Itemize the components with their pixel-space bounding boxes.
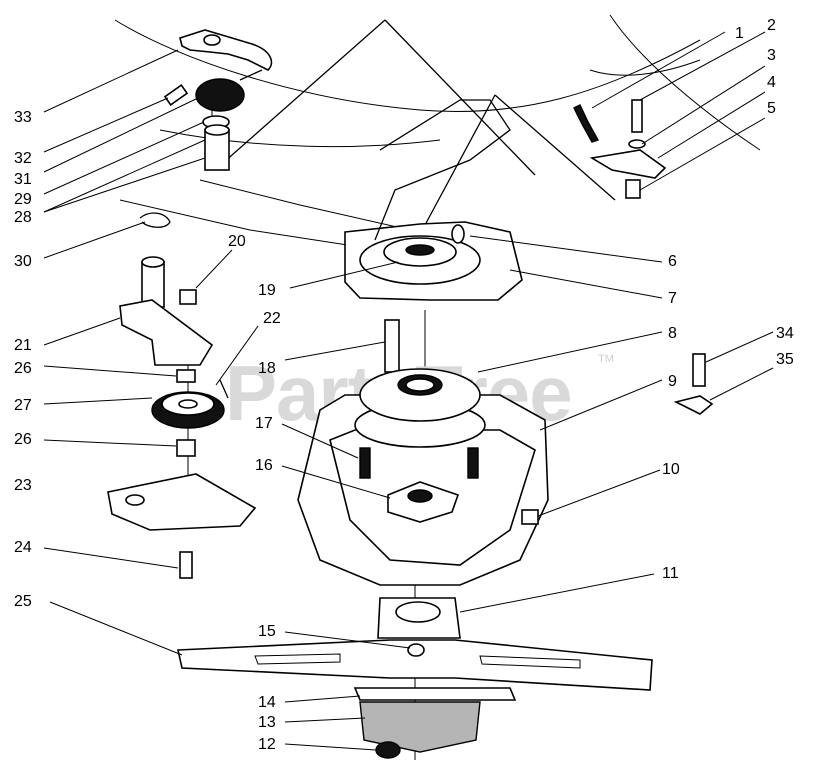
part-spacer-5 [625,179,641,199]
part-spring-31 [195,69,263,112]
callout-14: 14 [258,694,276,711]
part-stud-18 [384,319,400,373]
part-washer-3 [628,139,646,149]
watermark-tm: TM [598,353,614,365]
callout-10: 10 [662,461,680,478]
callout-20: 20 [228,233,246,250]
part-belt-guide-17-left [359,447,371,479]
part-bracket-35 [673,395,714,415]
part-idler-bracket-21 [119,256,214,366]
callout-21: 21 [14,337,32,354]
part-nut-20 [179,289,197,305]
callout-11: 11 [662,565,679,582]
callout-9: 9 [668,373,677,390]
part-bolt-15 [407,643,425,657]
callout-30: 30 [14,253,32,270]
callout-35: 35 [776,351,794,368]
callout-12: 12 [258,736,276,753]
part-cover-plate-7 [344,221,523,301]
part-spacer-26-upper [176,369,196,383]
deck-frame [374,99,511,241]
callout-22: 22 [263,310,281,327]
callout-16: 16 [255,457,273,474]
part-ring-30 [139,212,171,228]
part-bolt-2 [631,99,643,133]
callout-labels: 1 2 3 4 5 6 7 8 9 10 11 12 13 14 15 16 1… [14,17,794,753]
callout-6: 6 [668,253,677,270]
callout-19: 19 [258,282,276,299]
part-plate-23 [107,473,257,531]
callout-25: 25 [14,593,32,610]
callout-7: 7 [668,290,677,307]
part-bolt-24 [179,551,193,579]
callout-13: 13 [258,714,276,731]
callout-5: 5 [767,100,776,117]
part-idler-arm-33 [179,29,273,71]
part-hub-13 [359,701,481,753]
callout-33: 33 [14,109,32,126]
part-spacer-26-lower [176,439,196,457]
callout-4: 4 [767,74,776,91]
part-spindle-bearing-16 [387,481,460,523]
leader-lines [43,31,774,751]
callout-28: 28 [14,209,32,226]
callout-34: 34 [776,325,794,342]
part-blade-adapter-11 [377,597,461,639]
callout-24: 24 [14,539,32,556]
callout-17: 17 [255,415,273,432]
part-idler-pulley-27 [151,391,225,429]
part-link-4 [589,149,667,179]
callout-29: 29 [14,191,32,208]
part-blade-support-14 [353,687,517,701]
part-belt-22 [219,379,229,399]
callout-31: 31 [14,171,32,188]
callout-1: 1 [735,25,744,42]
part-nut-10 [521,509,539,525]
callout-2: 2 [767,17,776,34]
part-bushing-28 [204,124,230,171]
part-clip-6 [451,224,465,244]
callout-8: 8 [668,325,677,342]
callout-15: 15 [258,623,276,640]
part-blade-25 [177,639,653,691]
callout-26-upper: 26 [14,360,32,377]
part-nut-12 [375,741,401,759]
part-clip-1 [573,104,600,143]
part-bolt-34 [692,353,706,387]
part-belt-guide-17-right [467,447,479,479]
mower-deck-outline [114,14,761,251]
callout-3: 3 [767,47,776,64]
callout-23: 23 [14,477,32,494]
part-bolt-32 [163,84,189,106]
callout-27: 27 [14,397,32,414]
callout-32: 32 [14,150,32,167]
part-plate-23-hole [125,494,145,506]
part-pulley-8 [354,368,486,448]
callout-18: 18 [258,360,276,377]
callout-26-lower: 26 [14,431,32,448]
